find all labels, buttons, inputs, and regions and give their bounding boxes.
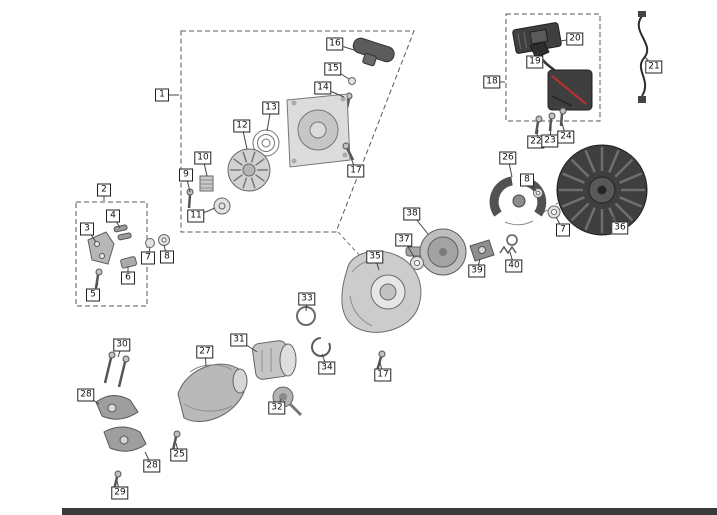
callout-28[interactable]: 28 — [77, 388, 95, 402]
callout-18[interactable]: 18 — [483, 75, 501, 89]
starter-handle — [352, 37, 395, 67]
callout-33[interactable]: 33 — [298, 292, 316, 306]
washer-large — [547, 205, 561, 219]
callout-32[interactable]: 32 — [268, 401, 286, 415]
starter-assembly-box — [180, 30, 415, 233]
clutch-drum — [405, 228, 467, 276]
pawl-spring — [213, 197, 231, 215]
washer-small-left — [145, 238, 155, 248]
callout-30[interactable]: 30 — [113, 338, 131, 352]
callout-5[interactable]: 5 — [86, 288, 100, 302]
callout-24[interactable]: 24 — [557, 130, 575, 144]
recoil-spring — [252, 129, 280, 157]
footer-bar — [62, 508, 717, 515]
callout-35[interactable]: 35 — [366, 250, 384, 264]
starter-pulley — [227, 148, 271, 192]
callout-40[interactable]: 40 — [505, 259, 523, 273]
callout-10[interactable]: 10 — [194, 151, 212, 165]
ignition-assembly-box — [505, 13, 601, 122]
ignition-module — [547, 69, 593, 111]
assembly-axis — [337, 231, 363, 259]
bearing-washer — [410, 256, 424, 270]
callout-23[interactable]: 23 — [541, 134, 559, 148]
callout-25[interactable]: 25 — [170, 448, 188, 462]
callout-4[interactable]: 4 — [106, 209, 120, 223]
bracket-upper — [95, 395, 139, 420]
callout-17[interactable]: 17 — [374, 368, 392, 382]
callout-12[interactable]: 12 — [233, 119, 251, 133]
snap-ring — [311, 337, 331, 357]
callout-11[interactable]: 11 — [187, 209, 205, 223]
mount-pins — [113, 224, 132, 241]
callout-38[interactable]: 38 — [403, 207, 421, 221]
callout-15[interactable]: 15 — [324, 62, 342, 76]
callout-17[interactable]: 17 — [347, 164, 365, 178]
clutch-shoes — [489, 176, 547, 226]
callout-7[interactable]: 7 — [141, 251, 155, 265]
callout-39[interactable]: 39 — [468, 264, 486, 278]
housing-screw — [342, 142, 355, 161]
ignition-assembly — [512, 22, 593, 111]
callout-29[interactable]: 29 — [111, 486, 129, 500]
flywheel-screws — [534, 107, 567, 135]
callout-9[interactable]: 9 — [179, 168, 193, 182]
callout-36[interactable]: 36 — [611, 221, 629, 235]
callout-31[interactable]: 31 — [230, 333, 248, 347]
callout-3[interactable]: 3 — [80, 222, 94, 236]
callout-19[interactable]: 19 — [526, 55, 544, 69]
rope-eyelet — [348, 77, 356, 85]
callout-27[interactable]: 27 — [196, 345, 214, 359]
callout-28[interactable]: 28 — [143, 459, 161, 473]
callout-14[interactable]: 14 — [314, 81, 332, 95]
drum-housing — [252, 340, 297, 380]
flywheel — [556, 144, 648, 236]
callout-7[interactable]: 7 — [556, 223, 570, 237]
callout-2[interactable]: 2 — [97, 183, 111, 197]
callout-6[interactable]: 6 — [121, 271, 135, 285]
clutch-springs — [499, 234, 518, 255]
cone-screw — [171, 430, 181, 451]
callout-20[interactable]: 20 — [566, 32, 584, 46]
washer-large-left — [158, 234, 170, 246]
clutch-housing-cone — [177, 363, 248, 423]
callout-8[interactable]: 8 — [520, 173, 534, 187]
callout-1[interactable]: 1 — [155, 88, 169, 102]
callout-8[interactable]: 8 — [160, 250, 174, 264]
starter-housing — [286, 93, 351, 168]
callout-16[interactable]: 16 — [326, 37, 344, 51]
starter-assembly — [186, 37, 395, 215]
mount-clip — [120, 256, 138, 269]
bracket-lower — [103, 426, 147, 452]
clutch-hub — [469, 239, 495, 262]
callout-37[interactable]: 37 — [395, 233, 413, 247]
bracket-bolts — [103, 351, 130, 388]
wiring-harness — [637, 11, 649, 103]
callout-21[interactable]: 21 — [645, 60, 663, 74]
ignition-coil-core — [512, 22, 562, 54]
handle-bracket-assembly — [95, 351, 181, 491]
callout-26[interactable]: 26 — [499, 151, 517, 165]
housing-screw-lower — [375, 350, 386, 372]
starter-spring — [199, 175, 214, 192]
callout-13[interactable]: 13 — [262, 101, 280, 115]
callout-34[interactable]: 34 — [318, 361, 336, 375]
